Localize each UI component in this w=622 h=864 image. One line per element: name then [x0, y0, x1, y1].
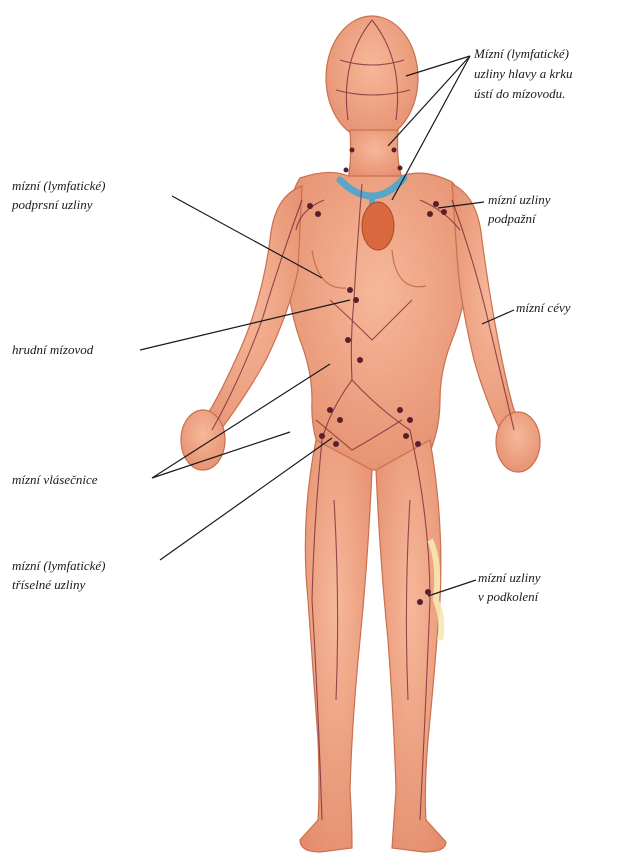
label-head-neck-line-1: Mízní (lymfatické) [474, 44, 573, 64]
leg-left [300, 440, 372, 852]
hand-right [496, 412, 540, 472]
label-thoracic-duct: hrudní mízovod [12, 340, 93, 359]
label-inguinal-nodes: mízní (lymfatické) tříselné uzliny [12, 556, 106, 594]
label-lymph-vessels: mízní cévy [516, 298, 571, 317]
neck [348, 130, 402, 178]
label-axillary-line-1: mízní uzliny [488, 190, 550, 209]
label-breast-line-1: mízní (lymfatické) [12, 176, 106, 195]
label-inguinal-line-2: tříselné uzliny [12, 575, 106, 594]
label-axillary-nodes: mízní uzliny podpažní [488, 190, 550, 228]
label-lymph-capillaries: mízní vlásečnice [12, 470, 98, 489]
label-lymph-capillaries-text: mízní vlásečnice [12, 470, 98, 489]
label-inguinal-line-1: mízní (lymfatické) [12, 556, 106, 575]
label-thoracic-duct-text: hrudní mízovod [12, 340, 93, 359]
label-lymph-vessels-text: mízní cévy [516, 298, 571, 317]
label-axillary-line-2: podpažní [488, 209, 550, 228]
label-popliteal-line-1: mízní uzliny [478, 568, 540, 587]
head [326, 16, 418, 140]
label-popliteal-nodes: mízní uzliny v podkolení [478, 568, 540, 606]
label-head-neck-line-3: ústí do mízovodu. [474, 84, 573, 104]
label-head-neck-line-2: uzliny hlavy a krku [474, 64, 573, 84]
label-breast-line-2: podprsní uzliny [12, 195, 106, 214]
leg-right [376, 440, 446, 852]
label-popliteal-line-2: v podkolení [478, 587, 540, 606]
human-body [181, 16, 540, 852]
label-breast-nodes: mízní (lymfatické) podprsní uzliny [12, 176, 106, 214]
label-head-neck-nodes: Mízní (lymfatické) uzliny hlavy a krku ú… [474, 44, 573, 104]
